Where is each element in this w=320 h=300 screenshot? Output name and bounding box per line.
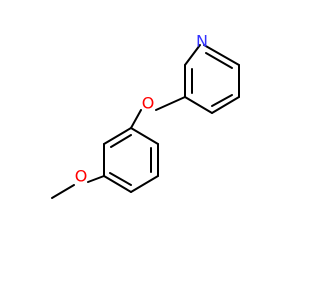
bond-c3-c4 [211,96,240,114]
double-bond-b6-b1 [110,134,132,148]
bond-b6-b1 [103,127,132,145]
bond-pyridine-o1 [155,96,186,111]
bond-c6-n [184,44,201,66]
pyridine-ring [184,44,240,114]
bond-b4-b5 [103,175,132,193]
bond-o1-phenyl [130,109,142,129]
molecule-structure: N O O [51,32,240,199]
bond-c4-c5 [184,96,213,114]
nitrogen-label: N [196,32,208,51]
bond-b1-b2 [130,127,159,145]
oxygen-methoxy-label: O [75,167,88,186]
benzene-ring [103,127,159,193]
bond-b3-b4 [130,175,159,193]
bond-o2-methyl [51,184,75,199]
bond-n-c2 [203,44,240,66]
double-bond-n-c2 [205,52,233,69]
oxygen-ether-label: O [142,94,155,113]
double-bond-c3-c4 [211,94,233,107]
double-bond-b4-b5 [109,172,132,186]
bond-phenyl-o2 [87,175,105,183]
